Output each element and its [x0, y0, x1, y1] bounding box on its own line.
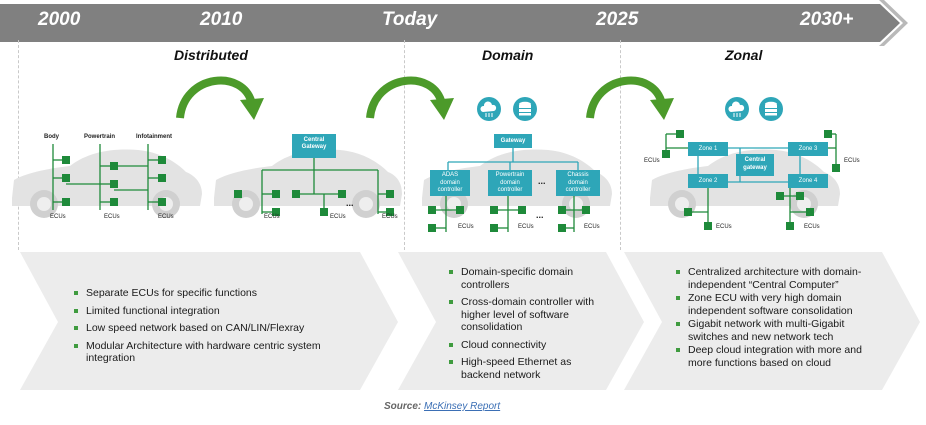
timeline-label-2030: 2030+ — [800, 9, 854, 30]
more-dots: ... — [346, 198, 354, 208]
car-diagram-distributed: Body Powertrain Infotainment ECUs ECUs E… — [8, 128, 204, 228]
source-line: Source: McKinsey Report — [384, 401, 500, 412]
ecu-label: ECUs — [716, 224, 732, 230]
central-gateway-box: Central gateway — [743, 157, 767, 171]
car-diagram-zonal: Zone 1 Zone 2 Zone 3 Zone 4 Central gate… — [640, 124, 866, 240]
bullet-item: Deep cloud integration with more and mor… — [676, 344, 872, 369]
zone-4-box: Zone 4 — [798, 178, 818, 184]
adas-controller-box: ADAS domain controller — [437, 172, 463, 193]
bullet-item: Low speed network based on CAN/LIN/Flexr… — [74, 322, 354, 335]
chassis-controller-box: Chassis domain controller — [565, 172, 591, 193]
zone-1-box: Zone 1 — [698, 146, 718, 152]
database-icon — [513, 97, 537, 121]
era-title-distributed: Distributed — [174, 47, 248, 63]
ecu-label: ECUs — [264, 214, 280, 220]
chevron-zonal — [624, 252, 920, 390]
bullets-distributed: Separate ECUs for specific functions Lim… — [74, 287, 354, 370]
car-diagram-domain: Gateway ADAS domain controller Powertrai… — [418, 128, 614, 240]
ecu-label: ECUs — [844, 158, 860, 164]
bullet-item: Limited functional integration — [74, 305, 354, 318]
more-dots: ... — [536, 210, 544, 220]
ecu-label: ECUs — [330, 214, 346, 220]
bullet-item: Cross-domain controller with higher leve… — [449, 296, 609, 334]
bullet-item: Cloud connectivity — [449, 339, 609, 352]
chevron-distributed — [20, 252, 398, 390]
timeline-label-2010: 2010 — [200, 9, 243, 30]
separator — [404, 40, 405, 250]
car-diagram-central-gateway: Central Gateway ECUs ECUs ECUs ... — [210, 128, 404, 228]
bullets-domain: Domain-specific domain controllers Cross… — [449, 266, 609, 386]
timeline-label-today: Today — [382, 9, 438, 30]
timeline-arrow — [0, 0, 908, 46]
bullet-item: Separate ECUs for specific functions — [74, 287, 354, 300]
source-link[interactable]: McKinsey Report — [424, 401, 501, 412]
separator — [18, 40, 19, 250]
zone-3-box: Zone 3 — [798, 146, 818, 152]
bullet-item: Modular Architecture with hardware centr… — [74, 340, 354, 365]
source-label: Source: — [384, 401, 422, 412]
separator — [620, 40, 621, 250]
central-gateway-box: Central Gateway — [301, 137, 327, 150]
ecu-label: ECUs — [104, 214, 120, 220]
bullet-item: Centralized architecture with domain-ind… — [676, 266, 872, 291]
ecu-label: ECUs — [518, 224, 534, 230]
ecu-label: ECUs — [458, 224, 474, 230]
cloud-icon — [477, 97, 501, 121]
timeline-label-2025: 2025 — [596, 9, 639, 30]
cloud-icon — [725, 97, 749, 121]
curved-arrow-icon — [176, 76, 264, 120]
ecu-label: ECUs — [382, 214, 398, 220]
curved-arrow-icon — [366, 76, 454, 120]
timeline-label-2000: 2000 — [38, 9, 81, 30]
bullet-item: High-speed Ethernet as backend network — [449, 356, 609, 381]
timeline-bar: 2000 2010 Today 2025 2030+ — [0, 0, 926, 46]
ecu-label: ECUs — [804, 224, 820, 230]
bullet-item: Domain-specific domain controllers — [449, 266, 609, 291]
curved-arrow-icon — [586, 76, 674, 120]
era-title-domain: Domain — [482, 47, 534, 63]
domain-label-infotainment: Infotainment — [136, 134, 172, 140]
ecu-label: ECUs — [158, 214, 174, 220]
bullets-zonal: Centralized architecture with domain-ind… — [676, 266, 872, 370]
ecu-label: ECUs — [50, 214, 66, 220]
domain-label-body: Body — [44, 134, 59, 140]
bullet-item: Zone ECU with very high domain independe… — [676, 292, 872, 317]
more-dots: ... — [538, 176, 546, 186]
powertrain-controller-box: Powertrain domain controller — [495, 172, 525, 193]
bullet-item: Gigabit network with multi-Gigabit switc… — [676, 318, 872, 343]
era-title-zonal: Zonal — [725, 47, 763, 63]
database-icon — [759, 97, 783, 121]
chevron-domain — [398, 252, 644, 390]
zone-2-box: Zone 2 — [698, 178, 718, 184]
ecu-label: ECUs — [644, 158, 660, 164]
ecu-label: ECUs — [584, 224, 600, 230]
gateway-box: Gateway — [500, 138, 526, 144]
domain-label-powertrain: Powertrain — [84, 134, 116, 140]
